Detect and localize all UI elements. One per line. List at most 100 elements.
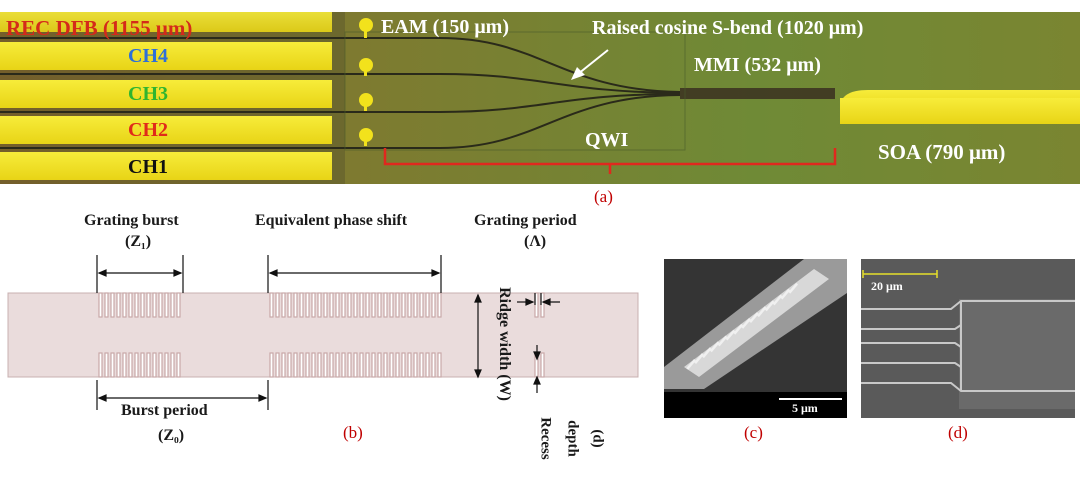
grating-tooth — [122, 292, 127, 318]
label-ch2: CH2 — [128, 119, 168, 141]
sem-grating-tooth — [780, 288, 791, 300]
caption-d: (d) — [948, 423, 968, 442]
label-depth: depth — [564, 394, 581, 484]
grating-tooth — [407, 352, 412, 378]
grating-tooth — [104, 352, 109, 378]
grating-tooth — [110, 292, 115, 318]
grating-tooth — [146, 352, 151, 378]
eam-pads — [359, 18, 373, 146]
dfb-electrode-ch2 — [0, 116, 332, 144]
grating-tooth — [299, 292, 304, 318]
label-ch4: CH4 — [128, 45, 168, 67]
grating-tooth — [389, 352, 394, 378]
grating-tooth — [146, 292, 151, 318]
grating-tooth — [134, 352, 139, 378]
grating-tooth — [317, 352, 322, 378]
sem-image-mmi: 20 μm — [861, 259, 1075, 418]
label-d: (d) — [589, 394, 606, 484]
sem-grating-tooth — [694, 353, 704, 364]
grating-tooth — [407, 292, 412, 318]
grating-tooth — [305, 352, 310, 378]
grating-tooth — [311, 352, 316, 378]
grating-tooth — [281, 292, 286, 318]
label-d-text: (d) — [589, 429, 606, 448]
grating-tooth — [122, 352, 127, 378]
grating-tooth — [287, 292, 292, 318]
grating-tooth — [116, 352, 121, 378]
grating-tooth — [413, 352, 418, 378]
sem-grating-tooth — [772, 294, 783, 306]
label-recess: Recess — [537, 394, 554, 484]
grating-tooth — [353, 292, 358, 318]
grating-tooth — [383, 352, 388, 378]
grating-tooth — [359, 292, 364, 318]
label-grating-period: Grating period — [474, 212, 577, 229]
sem-grating-tooth — [725, 329, 736, 341]
grating-tooth — [401, 352, 406, 378]
label-depth-text: depth — [564, 420, 581, 457]
label-qwi: QWI — [585, 129, 629, 151]
sem-grating-tooth — [717, 335, 728, 347]
grating-tooth — [176, 352, 181, 378]
label-recess-text: Recess — [537, 417, 554, 460]
grating-tooth — [299, 352, 304, 378]
caption-a: (a) — [594, 187, 613, 206]
grating-tooth — [323, 292, 328, 318]
grating-tooth — [365, 352, 370, 378]
grating-tooth — [305, 292, 310, 318]
sem-grating-tooth — [764, 300, 775, 312]
grating-tooth — [335, 352, 340, 378]
caption-c: (c) — [744, 423, 763, 442]
grating-tooth — [437, 352, 442, 378]
label-soa: SOA (790 μm) — [878, 140, 1006, 164]
grating-tooth — [317, 292, 322, 318]
grating-tooth — [437, 292, 442, 318]
grating-tooth — [377, 292, 382, 318]
grating-tooth — [371, 292, 376, 318]
caption-b: (b) — [343, 423, 363, 442]
grating-tooth — [383, 292, 388, 318]
grating-tooth — [431, 352, 436, 378]
grating-tooth — [419, 352, 424, 378]
label-ridge-width-text: Ridge width — [496, 287, 513, 371]
grating-tooth — [176, 292, 181, 318]
sem-grating-tooth — [757, 306, 767, 318]
waveguides — [0, 37, 681, 149]
grating-tooth — [170, 292, 175, 318]
grating-tooth — [293, 292, 298, 318]
grating-tooth — [377, 352, 382, 378]
grating-tooth — [371, 352, 376, 378]
grating-tooth — [287, 352, 292, 378]
grating-tooth — [170, 352, 175, 378]
grating-tooth — [419, 292, 424, 318]
dfb-electrode-ch1 — [0, 152, 332, 180]
grating-schematic: Grating burst (Z₁) Equivalent phase shif… — [0, 205, 640, 460]
grating-tooth — [158, 292, 163, 318]
label-grating-burst: Grating burst — [84, 212, 179, 229]
grating-tooth — [116, 292, 121, 318]
sbend-arrow — [571, 49, 609, 80]
sem-grating-tooth — [749, 312, 759, 323]
label-ch3: CH3 — [128, 83, 168, 105]
grating-tooth — [540, 352, 545, 378]
sem-grating-tooth — [709, 341, 720, 353]
grating-tooth — [431, 292, 436, 318]
label-sbend: Raised cosine S-bend (1020 μm) — [592, 17, 864, 39]
grating-tooth — [341, 352, 346, 378]
grating-tooth — [140, 292, 145, 318]
label-eam: EAM (150 μm) — [381, 16, 509, 38]
sem-grating-tooth — [741, 318, 751, 329]
scale-bar-label-d: 20 μm — [871, 279, 903, 293]
label-lambda: (Λ) — [524, 233, 547, 250]
grating-tooth — [311, 292, 316, 318]
grating-tooth — [134, 292, 139, 318]
grating-tooth — [164, 352, 169, 378]
grating-tooth — [269, 292, 274, 318]
grating-tooth — [389, 292, 394, 318]
grating-tooth — [347, 352, 352, 378]
grating-tooth — [425, 352, 430, 378]
grating-tooth — [128, 352, 133, 378]
grating-tooth — [269, 352, 274, 378]
label-ch1: CH1 — [128, 156, 168, 178]
grating-tooth — [347, 292, 352, 318]
